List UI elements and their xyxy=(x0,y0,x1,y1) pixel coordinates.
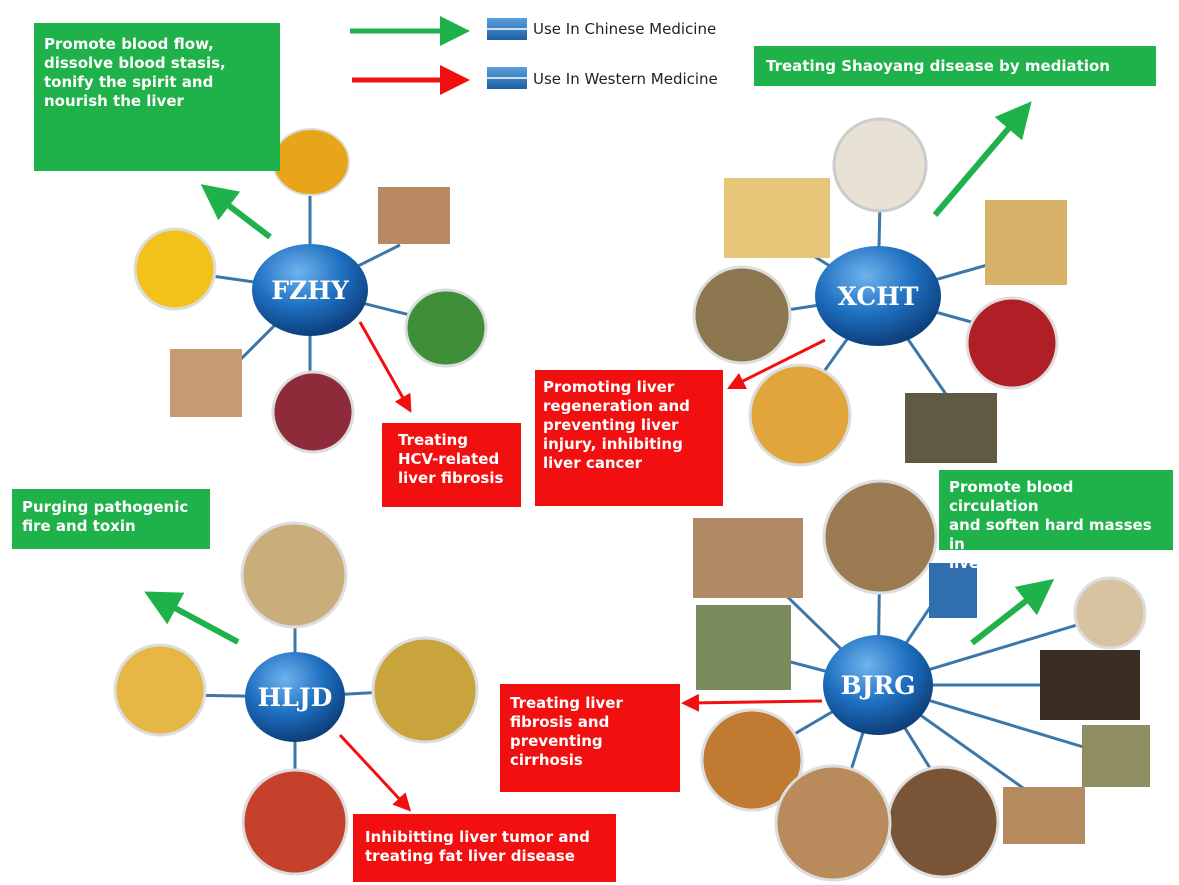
bjrg-chinese-line-1: Promote blood circulation xyxy=(949,478,1074,515)
hljd-chinese-arrow xyxy=(144,591,240,645)
bjrg-western-use: Treating liver fibrosis and preventing c… xyxy=(500,684,680,792)
herb-green-herb xyxy=(404,288,488,368)
herb-root-slices xyxy=(378,187,450,244)
herb-ginger-root xyxy=(724,178,830,258)
herb-red-powder xyxy=(271,370,355,454)
herb-phellodendron-bark xyxy=(371,636,479,744)
fzhy-chinese-line-2: dissolve blood stasis, xyxy=(44,54,226,72)
hljd-herbs xyxy=(113,521,479,876)
herb-astragalus-slices xyxy=(748,363,852,467)
fzhy-western-line-1: Treating xyxy=(398,431,469,449)
hub-fzhy: FZHY xyxy=(252,244,368,336)
hub-bjrg: BJRG xyxy=(823,635,933,735)
xcht-western-line-1: Promoting liver xyxy=(543,378,675,396)
fzhy-chinese-arrow xyxy=(200,184,272,240)
hub-label-fzhy: FZHY xyxy=(271,276,350,305)
xcht-western-line-2: regeneration and xyxy=(543,397,690,415)
hljd-western-use: Inhibitting liver tumor and treating fat… xyxy=(353,814,616,882)
xcht-herbs xyxy=(692,117,1067,467)
bjrg-western-line-1: Treating liver xyxy=(510,694,623,712)
hljd-western-line-2: treating fat liver disease xyxy=(365,847,575,865)
xcht-western-line-4: injury, inhibiting xyxy=(543,435,683,453)
hljd-chinese-line-1: Purging pathogenic xyxy=(22,498,189,516)
herb-ginger-pieces xyxy=(693,518,803,598)
hub-label-bjrg: BJRG xyxy=(840,671,915,700)
herb-white-pellets xyxy=(832,117,928,213)
herb-bark-slices xyxy=(822,479,938,595)
herb-dried-leaves xyxy=(905,393,997,463)
fzhy-western-line-2: HCV-related xyxy=(398,450,500,468)
herb-gardenia-slices xyxy=(113,643,207,737)
fzhy-western-line-3: liver fibrosis xyxy=(398,469,504,487)
herb-root-chips xyxy=(1003,787,1085,844)
hljd-chinese-line-2: fire and toxin xyxy=(22,517,136,535)
hub-hljd: HLJD xyxy=(245,652,345,742)
herb-turmeric-powder xyxy=(272,128,350,196)
hljd-western-line-1: Inhibitting liver tumor and xyxy=(365,828,590,846)
herb-white-root-slices xyxy=(1073,576,1147,650)
herb-root-sticks xyxy=(774,764,892,882)
herb-leaf-slices xyxy=(696,605,791,690)
xcht-western-line-3: preventing liver xyxy=(543,416,679,434)
bjrg-chinese-use: Promote blood circulation and soften har… xyxy=(939,470,1173,572)
bjrg-herbs xyxy=(693,479,1150,882)
herb-dried-slices xyxy=(886,765,1000,879)
legend-chinese-label: Use In Chinese Medicine xyxy=(533,20,717,38)
herb-cordyceps xyxy=(700,708,804,812)
herb-gardenia-fruit xyxy=(241,768,349,876)
fzhy-western-use: Treating HCV-related liver fibrosis xyxy=(382,423,521,507)
fzhy-chinese-line-3: tonify the spirit and xyxy=(44,73,214,91)
usage-arrows xyxy=(144,101,1055,812)
herb-bupleurum-root xyxy=(692,265,792,365)
hub-label-hljd: HLJD xyxy=(258,683,333,712)
bjrg-chinese-arrow xyxy=(970,578,1055,646)
fzhy-chinese-line-4: nourish the liver xyxy=(44,92,184,110)
herb-ginseng-root xyxy=(985,200,1067,285)
bjrg-western-line-4: cirrhosis xyxy=(510,751,583,769)
hub-xcht: XCHT xyxy=(815,246,941,346)
bjrg-western-line-3: preventing xyxy=(510,732,603,750)
bjrg-chinese-line-3: liver xyxy=(949,554,987,572)
hljd-chinese-use: Purging pathogenic fire and toxin xyxy=(12,489,210,549)
bjrg-western-line-2: fibrosis and xyxy=(510,713,610,731)
herb-red-jujube xyxy=(965,296,1059,390)
xcht-western-line-5: liver cancer xyxy=(543,454,643,472)
herb-seeds xyxy=(170,349,242,417)
fzhy-herbs xyxy=(133,128,488,454)
xcht-chinese-use: Treating Shaoyang disease by mediation xyxy=(754,46,1156,86)
legend-western-label: Use In Western Medicine xyxy=(533,70,718,88)
herb-blue-root xyxy=(929,563,977,618)
xcht-chinese-line-1: Treating Shaoyang disease by mediation xyxy=(766,57,1110,75)
hub-label-xcht: XCHT xyxy=(837,282,918,311)
legend xyxy=(350,16,527,95)
hljd-western-arrow xyxy=(338,733,412,812)
herb-yellow-flower xyxy=(133,227,217,311)
fzhy-western-arrow xyxy=(358,321,412,413)
xcht-western-use: Promoting liver regeneration and prevent… xyxy=(535,370,723,506)
xcht-western-arrow xyxy=(726,338,826,390)
fzhy-chinese-use: Promote blood flow, dissolve blood stasi… xyxy=(34,23,280,171)
bjrg-chinese-line-2: and soften hard masses in xyxy=(949,516,1152,553)
herb-coptis-root xyxy=(240,521,348,629)
herb-dark-fruit xyxy=(1040,650,1140,720)
herb-green-slices xyxy=(1082,725,1150,787)
fzhy-chinese-line-1: Promote blood flow, xyxy=(44,35,214,53)
bjrg-western-arrow xyxy=(681,693,823,712)
xcht-chinese-arrow xyxy=(932,101,1032,217)
